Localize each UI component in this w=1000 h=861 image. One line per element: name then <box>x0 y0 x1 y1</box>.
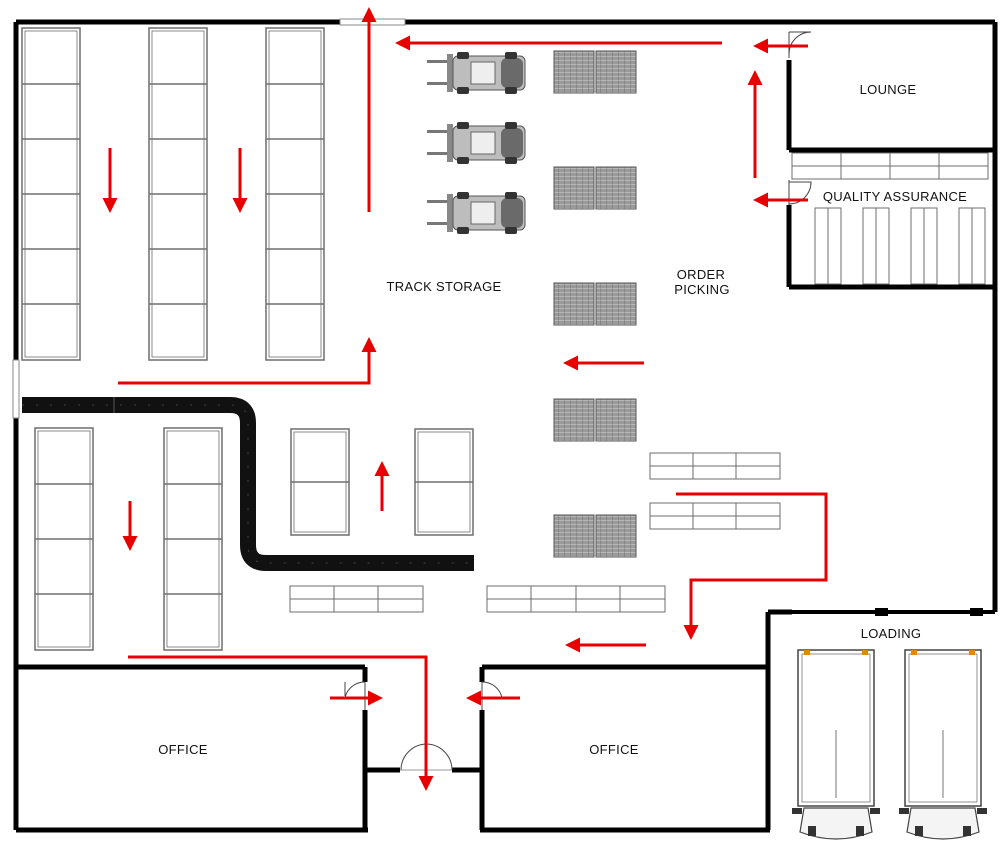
shelf-table <box>486 585 666 613</box>
label-track-storage: TRACK STORAGE <box>387 279 502 294</box>
pallet-icon <box>553 398 637 442</box>
pallet-icon <box>553 50 637 94</box>
door-icon <box>481 681 503 710</box>
left-window <box>12 359 20 419</box>
rack-column <box>163 427 223 651</box>
rack-column <box>21 27 81 361</box>
flow-arrows <box>102 7 828 791</box>
upper-racks <box>21 27 325 361</box>
truck-icon <box>899 649 987 840</box>
truck-icon <box>792 649 880 840</box>
label-lounge: LOUNGE <box>860 82 917 97</box>
forklift-icon <box>427 122 526 164</box>
arrow-icon <box>676 492 828 640</box>
room-labels: LOUNGE QUALITY ASSURANCE TRACK STORAGE O… <box>158 82 967 757</box>
rack-column <box>414 428 474 536</box>
lower-racks <box>34 427 474 651</box>
forklifts <box>427 52 526 234</box>
shelf-table <box>649 452 781 480</box>
label-loading: LOADING <box>861 626 922 641</box>
shelf-table <box>289 585 424 613</box>
qa-table <box>791 152 989 180</box>
pallet-icon <box>553 514 637 558</box>
arrow-icon <box>118 337 377 385</box>
rack-column <box>148 27 208 361</box>
qa-benches <box>814 207 986 285</box>
forklift-icon <box>427 52 526 94</box>
rack-column <box>34 427 94 651</box>
walls <box>13 19 998 833</box>
arrow-icon <box>128 655 434 791</box>
label-quality-assurance: QUALITY ASSURANCE <box>823 189 967 204</box>
trucks <box>792 649 987 840</box>
dock-pillar <box>875 608 888 616</box>
shelf-table <box>649 502 781 530</box>
pallets <box>553 50 637 558</box>
dock-pillar <box>970 608 983 616</box>
label-office-right: OFFICE <box>589 742 638 757</box>
rack-column <box>290 428 350 536</box>
top-door <box>339 18 406 26</box>
label-order-picking-line2: PICKING <box>674 282 730 297</box>
door-icon <box>344 681 366 710</box>
shelf-tables <box>289 152 989 613</box>
rack-column <box>265 27 325 361</box>
label-office-left: OFFICE <box>158 742 207 757</box>
label-order-picking-line1: ORDER <box>677 267 725 282</box>
conveyor-belt <box>22 397 474 571</box>
pallet-icon <box>553 166 637 210</box>
pallet-icon <box>553 282 637 326</box>
forklift-icon <box>427 192 526 234</box>
